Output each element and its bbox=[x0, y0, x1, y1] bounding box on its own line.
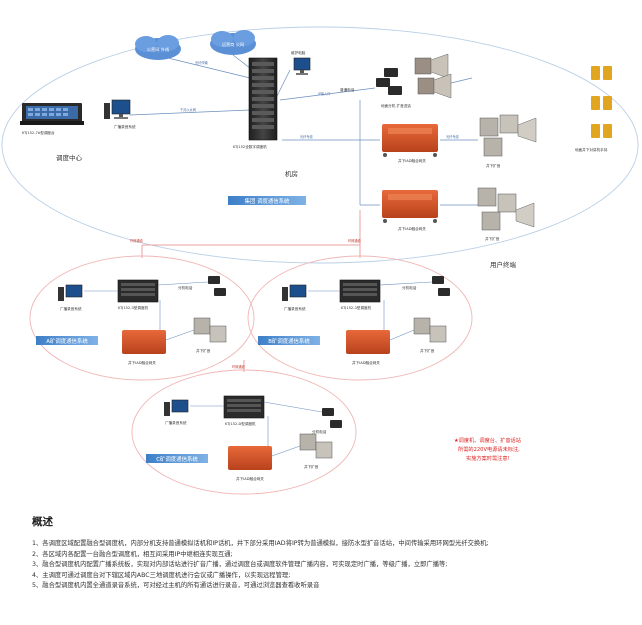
cloud-public-network: 公营网 外线 bbox=[135, 35, 181, 60]
sub-a-speaker: 井下扩音 bbox=[196, 348, 211, 353]
sub-b-phones: 分机电话 bbox=[402, 285, 417, 290]
gateway-2 bbox=[382, 190, 438, 223]
ring-label-c: 环网通道 bbox=[232, 364, 246, 369]
link-label-3: 光纤专线 bbox=[300, 134, 314, 139]
handheld-radios bbox=[591, 66, 612, 138]
ring-label-b: 环网通道 bbox=[348, 238, 362, 243]
maintenance-pc bbox=[293, 57, 311, 75]
subsystem-c: 广播录音系统 KTJ152-D型调度机 分机电话 井下IAD融合网关 井下扩音 … bbox=[131, 369, 357, 495]
phones-label: 普通电话 bbox=[340, 87, 355, 92]
sub-c-pc: 广播录音系统 bbox=[165, 420, 187, 425]
cloud-operator-network: 运营商 公网 bbox=[210, 30, 256, 55]
sub-b-speaker: 井下扩音 bbox=[420, 348, 435, 353]
overview-title: 概述 bbox=[32, 516, 53, 528]
power-note: ★调度机、调度台、扩音话站 所需的220V电源请未标注, 实施方案时需注意! bbox=[454, 436, 521, 462]
sub-b-pc: 广播录音系统 bbox=[284, 306, 306, 311]
speaker-boxes-1 bbox=[479, 114, 537, 157]
overview-item: 5、融合型调度机内置全通道录音系统，可对经过主机的所有通话进行录音，可通过浏览器… bbox=[32, 582, 320, 590]
gateway-1 bbox=[382, 124, 438, 157]
subsystem-a: 广播录音系统 KTJ152-3型调度机 分机电话 井下IAD融合网关 井下扩音 … bbox=[29, 255, 255, 381]
overview-item: 1、各调度区域配置融合型调度机，内部分机支持普通模拟话机和IP话机，井下部分采用… bbox=[32, 540, 489, 547]
note-line-3: 实施方案时需注意! bbox=[466, 454, 510, 462]
note-line-2: 所需的220V电源请未标注, bbox=[458, 445, 520, 453]
cloud2-label: 运营商 公网 bbox=[222, 41, 244, 48]
sub-c-server: KTJ152-D型调度机 bbox=[225, 421, 256, 426]
sub-c-bar: C矿调度通信系统 bbox=[156, 455, 198, 463]
sub-c-phones: 分机电话 bbox=[312, 429, 327, 434]
sub-c-gateway: 井下IAD融合网关 bbox=[236, 476, 264, 481]
note-line-1: ★调度机、调度台、扩音话站 bbox=[454, 436, 521, 444]
speaker-boxes-2 bbox=[477, 187, 535, 231]
sub-a-server: KTJ152-3型调度机 bbox=[118, 305, 149, 310]
link-label-1: 光纤传输 bbox=[195, 60, 209, 65]
horn-speakers-top bbox=[414, 53, 452, 99]
gateway1-label: 井下IAD融合网关 bbox=[398, 158, 426, 163]
overview-item: 4、主调度可通过调度台对下辖区域内ABC三地调度机进行会议或广播操作，以实现远程… bbox=[32, 571, 291, 579]
sub-a-pc: 广播录音系统 bbox=[60, 306, 82, 311]
maintenance-pc-label: 维护电脑 bbox=[291, 50, 306, 55]
pager-label: 地面井下对讲机手持 bbox=[575, 147, 608, 152]
sub-b-bar: B矿调度通信系统 bbox=[268, 337, 310, 345]
user-terminal-zone: 用户终端 bbox=[490, 260, 517, 269]
sub-a-phones: 分机电话 bbox=[178, 285, 193, 290]
desk-phones bbox=[376, 68, 402, 95]
sub-a-bar: A矿调度通信系统 bbox=[46, 337, 88, 345]
ring-label-a: 环网通道 bbox=[130, 238, 144, 243]
cloud1-label: 公营网 外线 bbox=[147, 46, 170, 53]
subsystem-b: 广播录音系统 KTJ152-3型调度机 分机电话 井下IAD融合网关 井下扩音 … bbox=[247, 255, 473, 381]
sub-a-gateway: 井下IAD融合网关 bbox=[128, 360, 156, 365]
dispatch-center-zone: 调度中心 bbox=[56, 153, 83, 162]
dispatch-console bbox=[20, 103, 84, 125]
gateway2-label: 井下IAD融合网关 bbox=[398, 226, 426, 231]
sub-c-speaker: 井下扩音 bbox=[304, 464, 319, 469]
machine-room-zone: 机房 bbox=[285, 169, 298, 178]
machine-link-label: IP接入口 bbox=[318, 91, 330, 96]
console-label: KTJ152-7A型调度台 bbox=[22, 130, 55, 135]
speaker3-label: 井下扩音 bbox=[485, 236, 500, 241]
server-label: KTJ152全数字调度机 bbox=[233, 144, 267, 149]
overview-item: 2、各区域内各配置一台融合型调度机，相互间采用IP中继相连实现互通; bbox=[32, 550, 233, 558]
main-network-ellipse bbox=[1, 26, 639, 264]
dispatch-pc bbox=[104, 99, 131, 119]
speaker-label: 地面分机 扩音送话 bbox=[381, 103, 411, 108]
sub-b-server: KTJ152-3型调度机 bbox=[341, 305, 372, 310]
overview-section: 概述 1、各调度区域配置融合型调度机，内部分机支持普通模拟话机和IP话机，井下部… bbox=[18, 514, 633, 592]
main-system-bar: 集团 调度通信系统 bbox=[228, 196, 306, 205]
link-label-4: 光纤专线 bbox=[446, 134, 460, 139]
link-label-2: 千兆以太网 bbox=[180, 107, 196, 112]
speaker2-label: 井下扩音 bbox=[486, 163, 501, 168]
network-diagram: 公营网 外线 运营商 公网 光纤传输 千兆以太网 光纤专线 光纤专线 IP接入口 bbox=[1, 26, 639, 495]
overview-item: 3、融合型调度机内配置广播系统板，实现对内部话站进行扩音广播，通过调度台或调度软… bbox=[32, 561, 448, 569]
main-system-label: 集团 调度通信系统 bbox=[245, 197, 290, 205]
sub-b-gateway: 井下IAD融合网关 bbox=[352, 360, 380, 365]
dispatch-pc-label: 广播录音系统 bbox=[114, 124, 136, 129]
main-rack-server bbox=[248, 57, 278, 141]
